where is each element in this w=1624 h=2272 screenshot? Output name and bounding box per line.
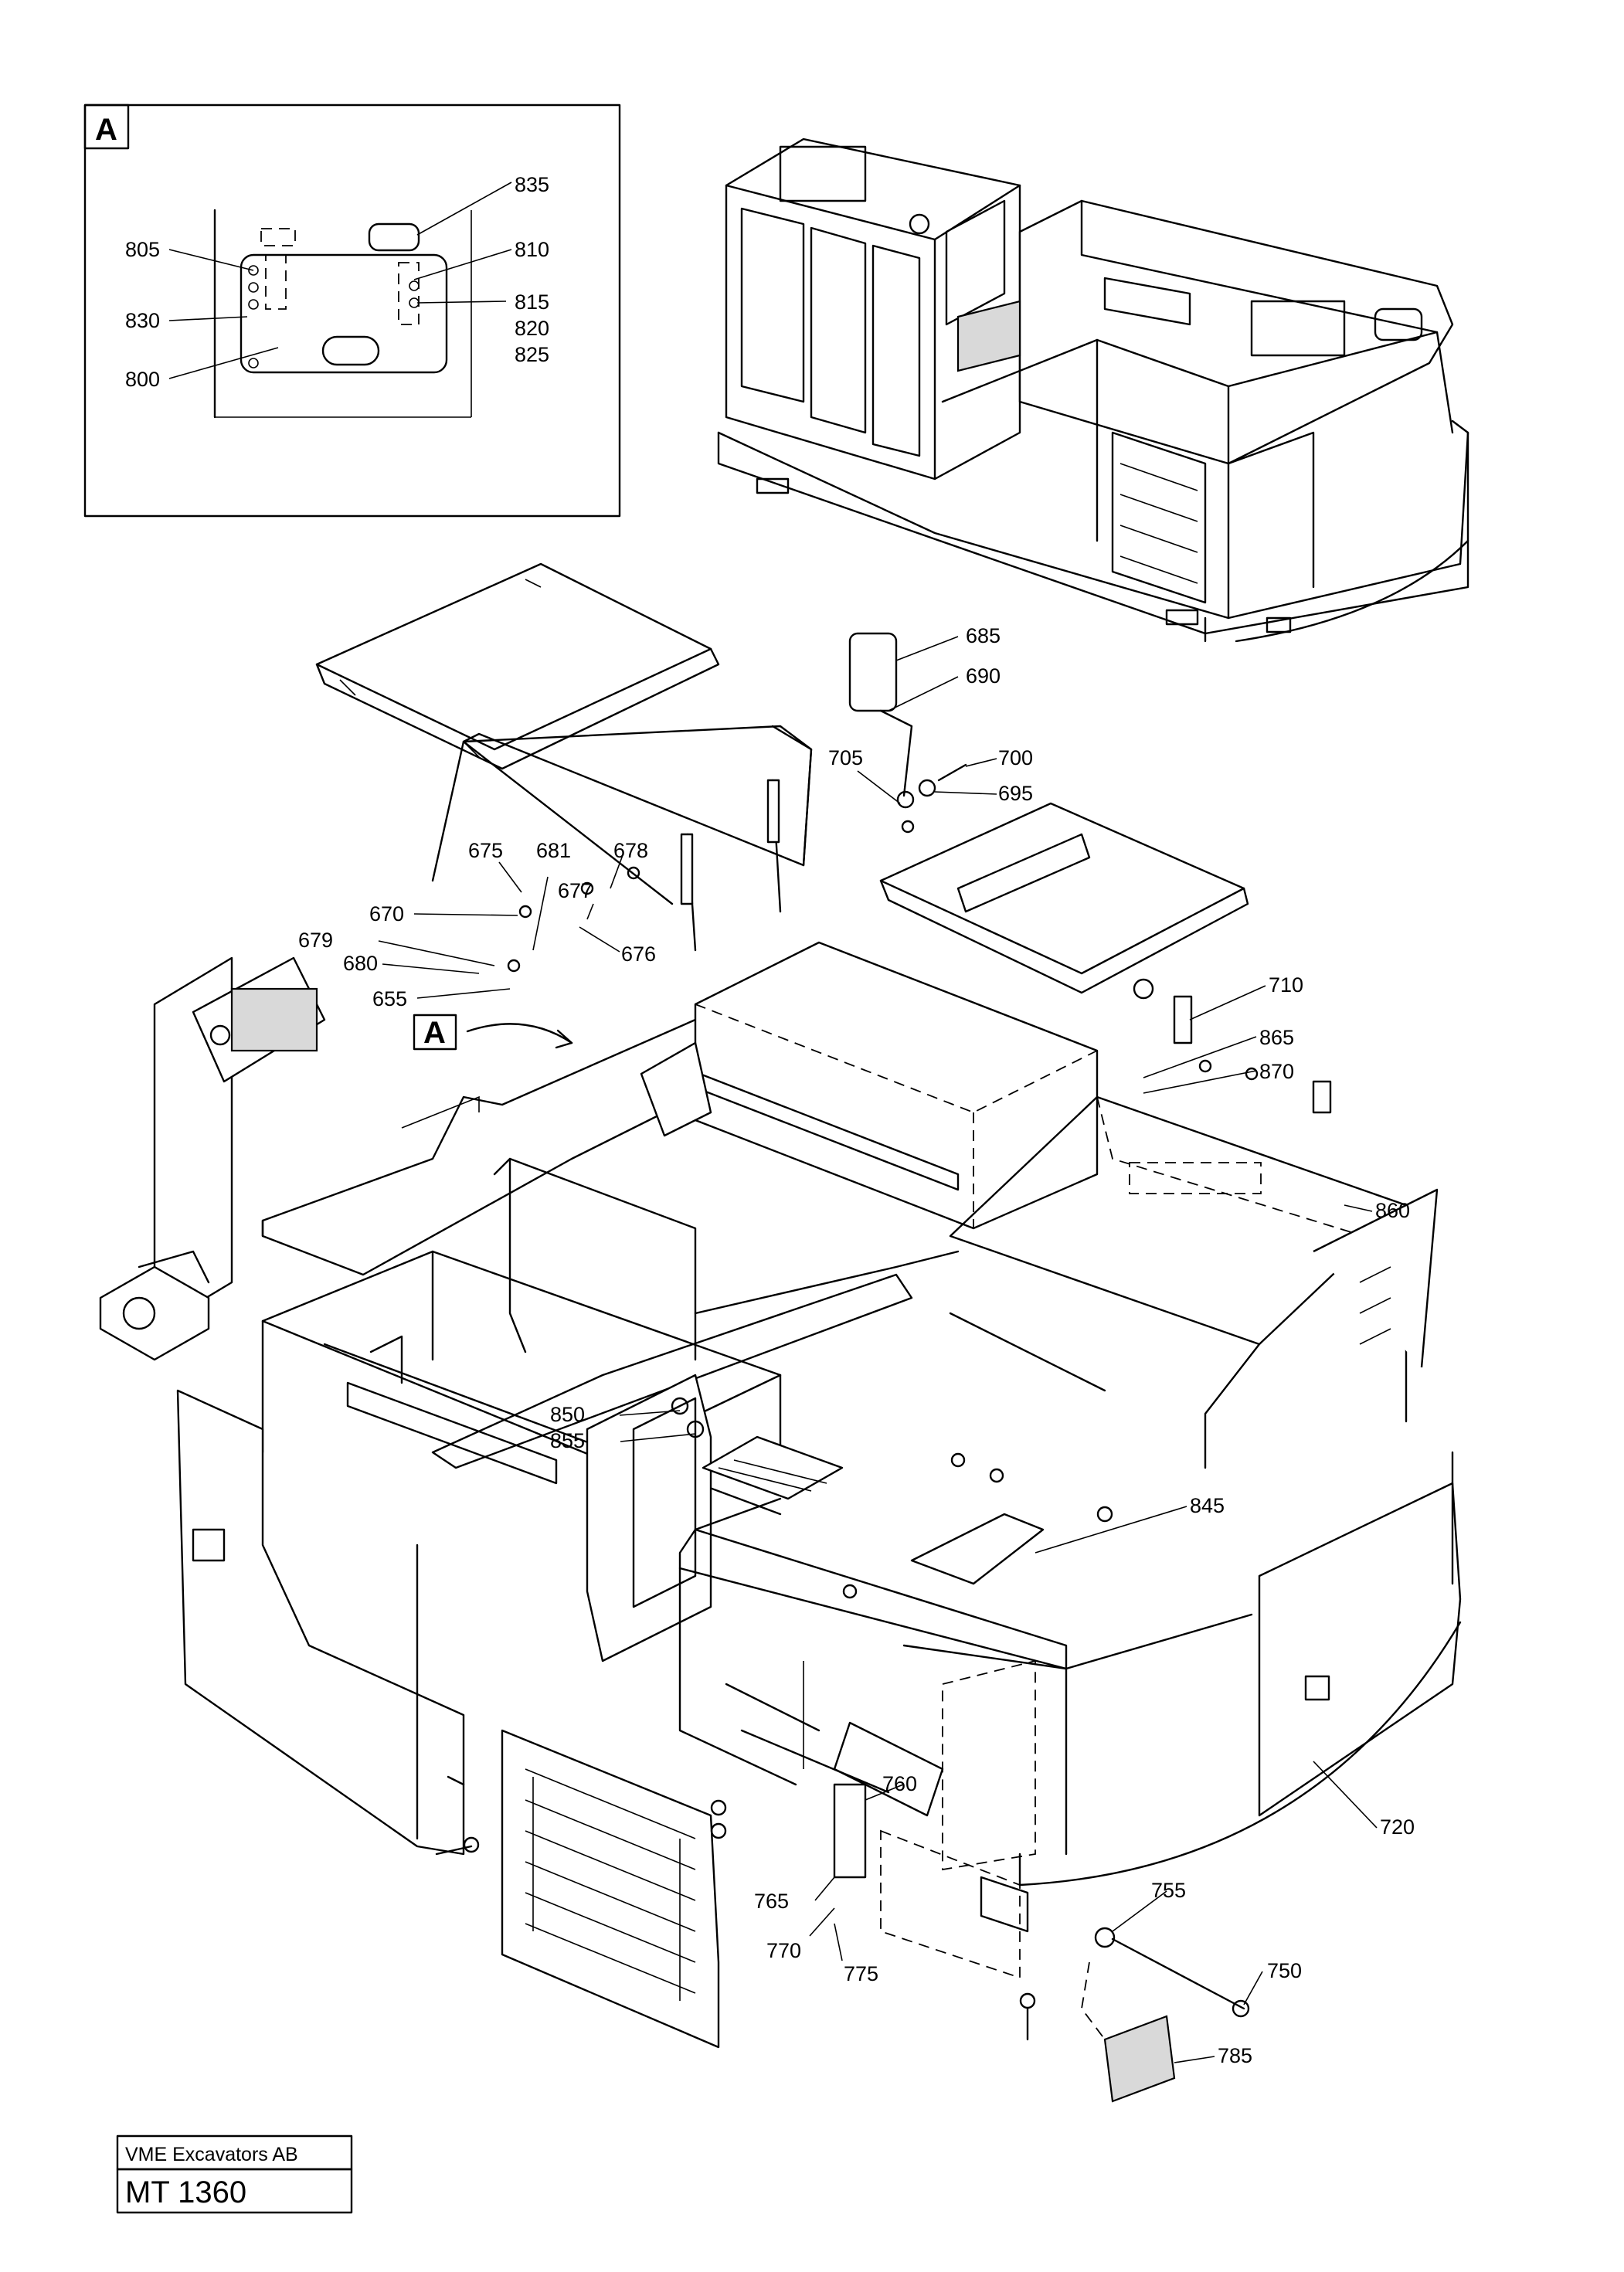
machine-louvre-grille [1111,431,1207,604]
electrical-board [702,1435,844,1500]
callout-670: 670 [369,902,404,925]
inset-letter-box [83,104,130,150]
company-name: VME Excavators AB [125,2144,298,2165]
callout-655: 655 [372,987,407,1010]
right-side-panel [1258,1482,1462,1817]
rubber-pad [1103,2015,1176,2103]
callout-845: 845 [1190,1494,1225,1517]
callout-685: 685 [966,624,1001,647]
callout-labels: 685 690 700 705 695 675 681 678 670 677 … [298,624,1415,2067]
inset-letter: A [95,113,117,147]
callout-775: 775 [844,1962,878,1985]
view-pointer-a: A [413,1014,457,1051]
inset-panel [240,253,448,374]
callout-870: 870 [1259,1060,1294,1083]
assembled-machine-view [717,138,1469,643]
inset-detail-a: A 835 805 810 830 815 820 825 800 [83,104,621,518]
inset-label-805: 805 [125,238,160,261]
pointer-letter: A [423,1016,446,1050]
callout-860: 860 [1375,1199,1410,1222]
callout-680: 680 [343,952,378,975]
inset-label-815: 815 [515,290,549,314]
beacon-light [909,213,930,235]
callout-700: 700 [998,746,1033,769]
inset-label-800: 800 [125,368,160,391]
callout-760: 760 [882,1772,917,1795]
callout-865: 865 [1259,1026,1294,1049]
callout-677: 677 [558,879,593,902]
callout-leaders [378,636,1378,2063]
inset-label-825: 825 [515,343,549,366]
perforated-plate [910,1513,1045,1585]
drawing-number: MT 1360 [125,2175,246,2209]
callout-720: 720 [1380,1815,1415,1839]
inset-latch [368,222,420,252]
mirror-arm [879,709,913,797]
callout-785: 785 [1218,2044,1252,2067]
lower-frame-top-rail [678,1528,1068,1670]
callout-681: 681 [536,839,571,862]
cover-handle [956,833,1091,913]
callout-676: 676 [621,942,656,966]
top-cover-panel-left [315,562,712,751]
callout-679: 679 [298,929,333,952]
callout-770: 770 [766,1939,801,1962]
callout-765: 765 [754,1890,789,1913]
exploded-view [99,562,1462,2103]
callout-710: 710 [1269,973,1303,997]
callout-855: 855 [550,1429,585,1452]
top-cover-panel-right [879,802,1245,975]
callout-695: 695 [998,782,1033,805]
callout-755: 755 [1151,1879,1186,1902]
counterweight-curve [1018,1621,1462,1887]
middle-side-panel [586,1374,712,1662]
left-side-door [176,1389,465,1856]
light-unit-lens [230,987,318,1052]
inset-label-810: 810 [515,238,549,261]
central-box [694,941,1099,1230]
inset-label-830: 830 [125,309,160,332]
callout-750: 750 [1267,1959,1302,1982]
inset-panel-handle [321,335,380,366]
radiator-grille [501,1729,720,2049]
callout-678: 678 [613,839,648,862]
callout-850: 850 [550,1403,585,1426]
pin-rod [1111,1937,1245,2010]
callout-705: 705 [828,746,863,769]
callout-675: 675 [468,839,503,862]
inset-label-835: 835 [515,173,549,196]
title-block: VME Excavators AB MT 1360 [116,2134,353,2214]
callout-690: 690 [966,664,1001,688]
mirror [848,632,898,712]
machine-light-box [956,300,1021,372]
inset-label-820: 820 [515,317,549,340]
